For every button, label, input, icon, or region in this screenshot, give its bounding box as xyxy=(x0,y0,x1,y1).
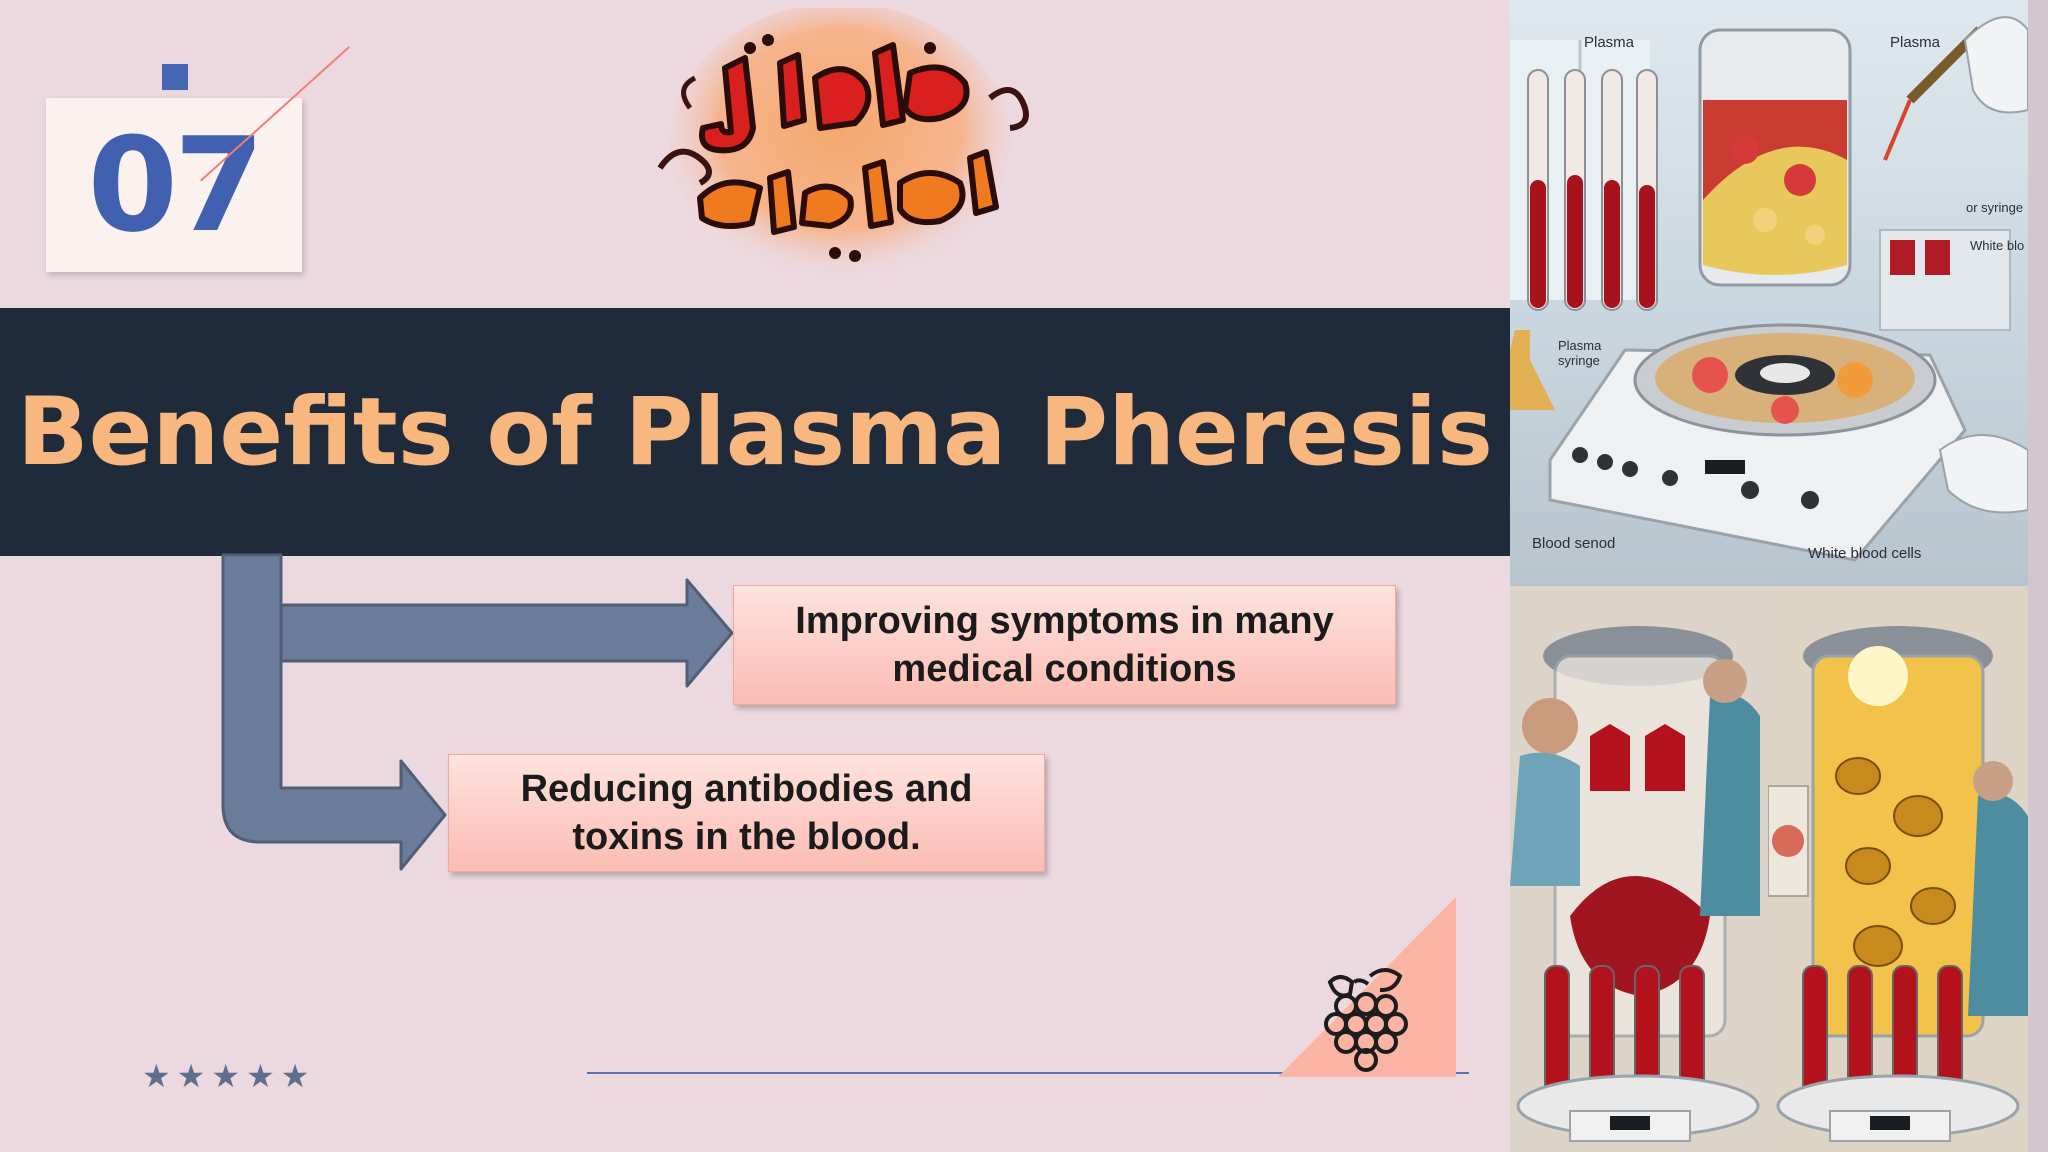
decorative-triangle xyxy=(1278,897,1456,1077)
arabic-calligraphy-logo xyxy=(630,3,1050,298)
plasma-separation-photo xyxy=(1768,586,2028,1152)
photo-label-syringe: or syringe xyxy=(1966,200,2024,215)
slide-right-edge xyxy=(2028,0,2048,1152)
star-icon: ★ xyxy=(142,1057,171,1095)
photo-label-plasma-syringe: Plasma syringe xyxy=(1558,338,1602,368)
grapes-icon xyxy=(1310,964,1416,1072)
benefit-box-1: Improving symptoms in many medical condi… xyxy=(733,585,1396,705)
title-banner xyxy=(0,308,1510,556)
star-icon: ★ xyxy=(176,1057,206,1095)
photo-label-plasma-right: Plasma xyxy=(1890,34,1941,51)
footer-divider-line xyxy=(587,1072,1469,1074)
connector-arrows xyxy=(215,553,745,883)
photo-label-blood-send: Blood senod xyxy=(1532,535,1616,552)
photo-label-white-blood-cells: White blood cells xyxy=(1808,545,1922,562)
photo-label-plasma-left: Plasma xyxy=(1584,34,1635,51)
star-icon: ★ xyxy=(280,1057,310,1095)
star-rating: ★ ★ ★ ★ ★ xyxy=(142,1058,309,1094)
photo-label-white-blood: White blo xyxy=(1970,238,2025,253)
patient-plasmapheresis-photo xyxy=(1510,586,1768,1152)
slide-title: Benefits of Plasma Pheresis xyxy=(17,377,1493,487)
plasmapheresis-machine-photo: Plasma Plasma or syringe White blo Plasm… xyxy=(1510,0,2028,586)
slide-number: 07 xyxy=(87,109,265,261)
star-icon: ★ xyxy=(211,1057,241,1095)
number-accent-square xyxy=(162,64,188,90)
star-icon: ★ xyxy=(246,1057,275,1095)
benefit-box-2: Reducing antibodies and toxins in the bl… xyxy=(448,754,1045,872)
